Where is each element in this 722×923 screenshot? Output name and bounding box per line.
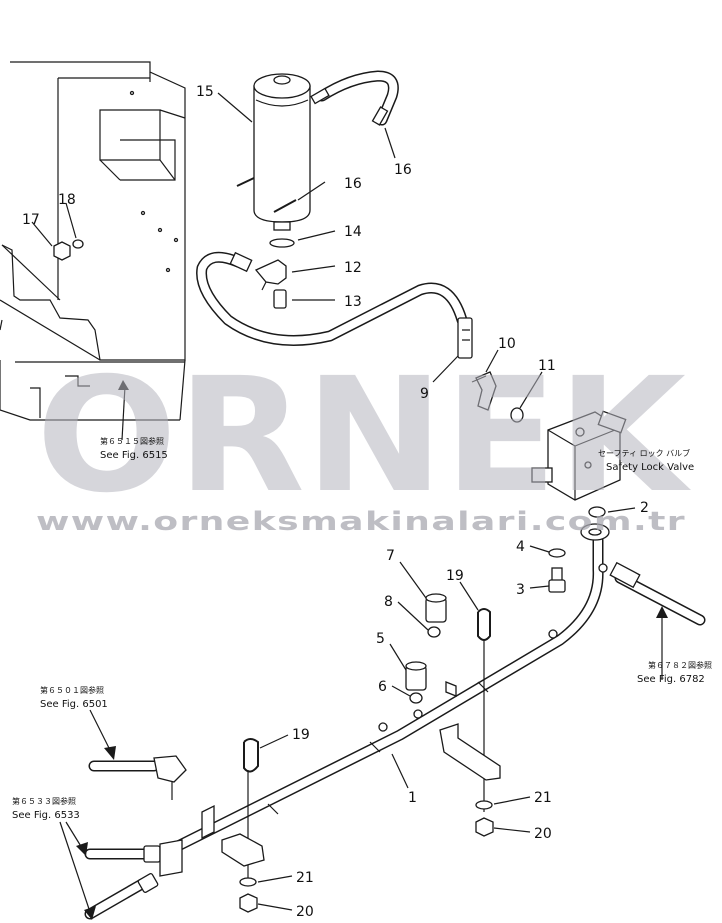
washer-18 bbox=[72, 239, 84, 249]
ref-6501-en: See Fig. 6501 bbox=[40, 699, 108, 710]
pipe-1 bbox=[154, 523, 610, 861]
callout-4: 4 bbox=[516, 539, 525, 555]
callout-21: 21 bbox=[534, 790, 552, 806]
figure-references: 第６５１５図参照 See Fig. 6515 第６５０１図参照 See Fig.… bbox=[12, 436, 712, 821]
callout-20: 20 bbox=[534, 826, 552, 842]
callout-7: 7 bbox=[386, 548, 395, 564]
callout-12: 12 bbox=[344, 260, 362, 276]
machine-frame bbox=[0, 61, 186, 421]
callout-10: 10 bbox=[498, 336, 516, 352]
bracket-tab bbox=[201, 804, 215, 840]
adapter-13 bbox=[273, 289, 287, 309]
safety-lock-valve bbox=[531, 410, 627, 501]
callout-14: 14 bbox=[344, 224, 362, 240]
callout-21: 21 bbox=[296, 870, 314, 886]
hose-to-fig-6782 bbox=[609, 561, 706, 680]
watermark-brand: ORNEK bbox=[36, 344, 692, 528]
callout-16: 16 bbox=[344, 176, 362, 192]
callout-18: 18 bbox=[58, 192, 76, 208]
nut-20-b bbox=[239, 893, 258, 913]
washer-21-a bbox=[475, 800, 493, 810]
valve-label-en: Safety Lock Valve bbox=[606, 462, 694, 473]
o-ring-11 bbox=[510, 407, 524, 423]
ref-6533-jp: 第６５３３図参照 bbox=[12, 796, 76, 806]
valve-label-jp: セーフティ ロック バルブ bbox=[598, 448, 690, 458]
callout-numbers: 15 16 16 14 12 13 17 18 10 11 9 2 4 3 7 … bbox=[22, 84, 649, 920]
callout-17: 17 bbox=[22, 212, 40, 228]
callout-19: 19 bbox=[292, 727, 310, 743]
ref-6515-en: See Fig. 6515 bbox=[100, 450, 168, 461]
washer-21-b bbox=[239, 877, 257, 887]
callout-3: 3 bbox=[516, 582, 525, 598]
ref-6782-en: See Fig. 6782 bbox=[637, 674, 705, 685]
plug-6 bbox=[409, 692, 423, 704]
nut-20-a bbox=[475, 817, 494, 837]
ref-6782-jp: 第６７８２図参照 bbox=[648, 660, 712, 670]
leader-lines bbox=[31, 92, 636, 920]
o-ring-14 bbox=[269, 238, 295, 248]
callout-20: 20 bbox=[296, 904, 314, 920]
washer-4 bbox=[548, 548, 566, 558]
ref-6515-jp: 第６５１５図参照 bbox=[100, 436, 164, 446]
plug-8 bbox=[427, 626, 441, 638]
hose-to-fig-6501 bbox=[88, 755, 187, 800]
callout-19: 19 bbox=[446, 568, 464, 584]
callout-2: 2 bbox=[640, 500, 649, 516]
callout-6: 6 bbox=[378, 679, 387, 695]
bolt-3 bbox=[548, 567, 566, 593]
cap-7 bbox=[425, 593, 447, 623]
elbow-12 bbox=[254, 259, 287, 291]
callout-8: 8 bbox=[384, 594, 393, 610]
ref-6533-en: See Fig. 6533 bbox=[12, 810, 80, 821]
watermark: ORNEK www.orneksmakinalari.com.tr bbox=[36, 344, 692, 537]
callout-13: 13 bbox=[344, 294, 362, 310]
callout-5: 5 bbox=[376, 631, 385, 647]
nut-17 bbox=[53, 241, 71, 261]
hose-9 bbox=[196, 251, 473, 359]
bracket-lower bbox=[221, 833, 265, 867]
hose-to-fig-6533 bbox=[84, 839, 183, 920]
breather-hose bbox=[310, 70, 399, 126]
ref-6501-jp: 第６５０１図参照 bbox=[40, 685, 104, 695]
callout-11: 11 bbox=[538, 358, 556, 374]
callout-9: 9 bbox=[420, 386, 429, 402]
callout-15: 15 bbox=[196, 84, 214, 100]
cap-5 bbox=[405, 661, 427, 691]
callout-16: 16 bbox=[394, 162, 412, 178]
nipple-right bbox=[273, 199, 297, 213]
bracket-upper bbox=[439, 723, 501, 781]
callout-1: 1 bbox=[408, 790, 417, 806]
nipple-left bbox=[236, 177, 255, 187]
clamp-19-upper bbox=[477, 608, 491, 812]
accumulator bbox=[236, 73, 311, 231]
elbow-10 bbox=[471, 371, 497, 411]
o-ring-2 bbox=[588, 506, 606, 518]
nipple-boss bbox=[445, 681, 457, 697]
watermark-url: www.orneksmakinalari.com.tr bbox=[36, 507, 686, 537]
